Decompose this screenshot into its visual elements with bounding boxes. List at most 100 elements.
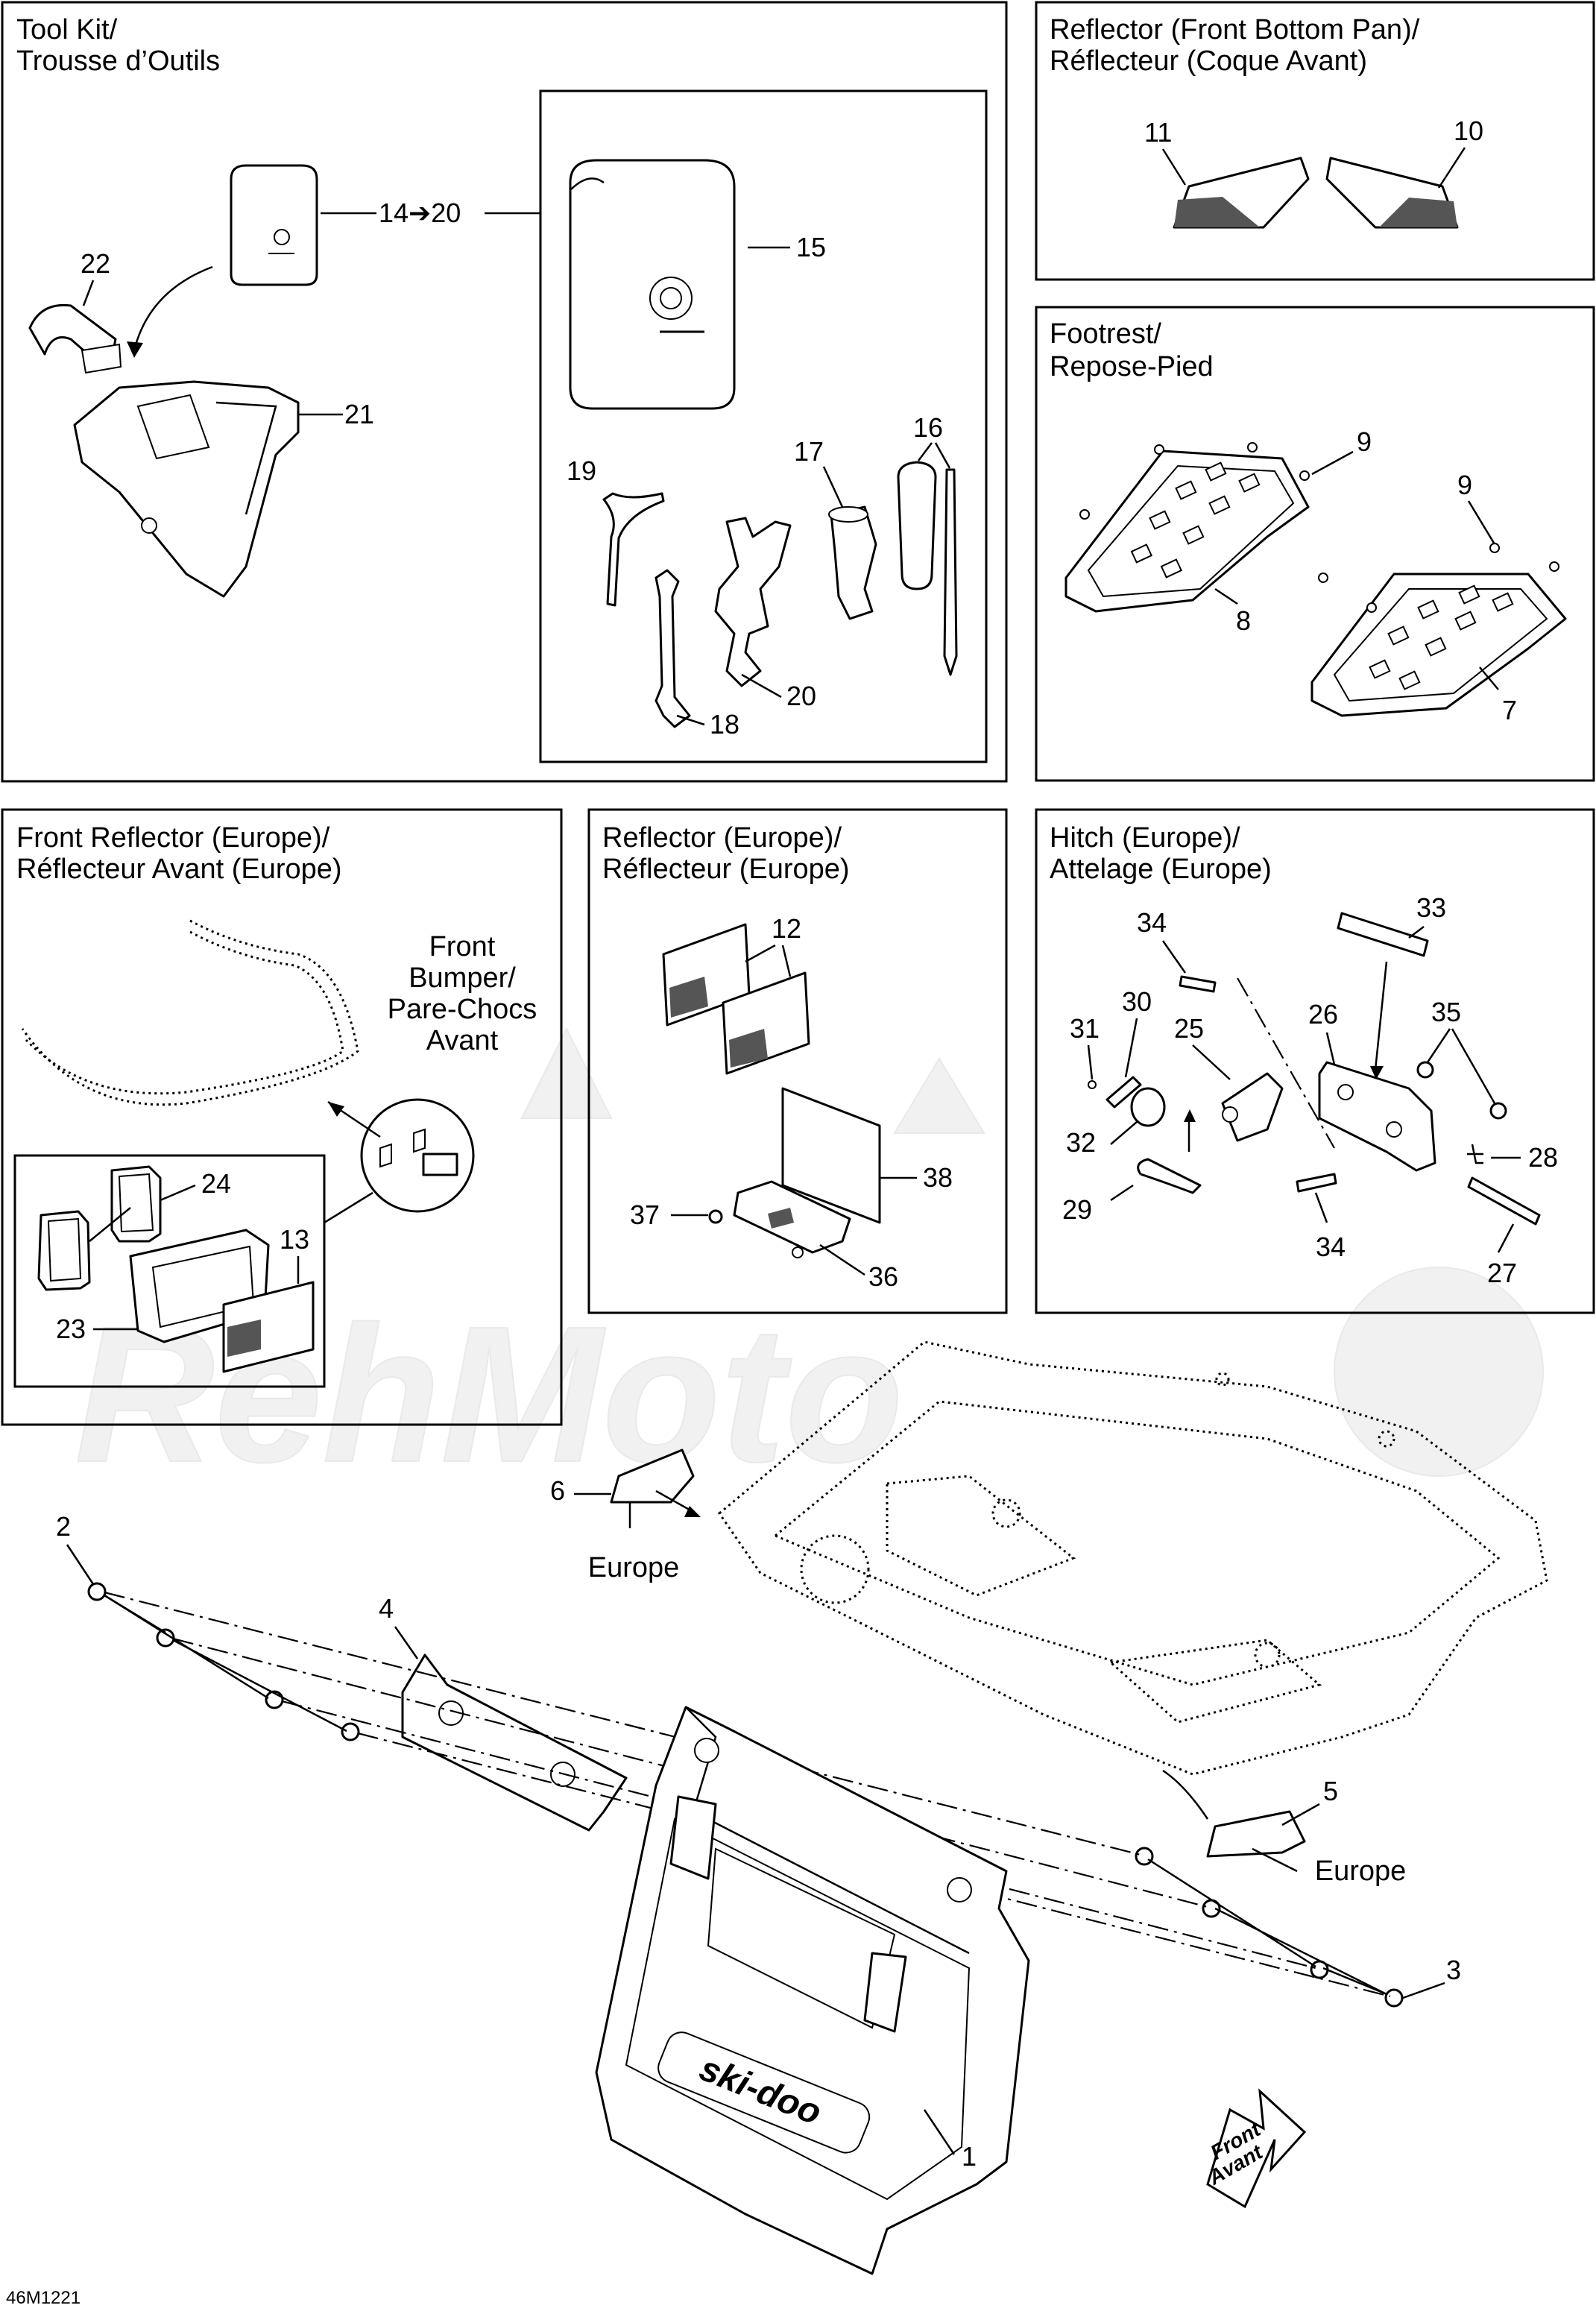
panel-footrest-title-1: Footrest/ [1050, 318, 1161, 350]
callout-21: 21 [344, 399, 374, 429]
callout-19: 19 [567, 455, 596, 486]
callout-27: 27 [1487, 1258, 1517, 1288]
tool-multi-spanner [714, 517, 792, 687]
bolt-34b [1296, 1173, 1337, 1193]
panel-tool-kit-frame [1, 1, 1008, 783]
europe-label-5: Europe [1315, 1856, 1407, 1887]
europe-label-6: Europe [588, 1552, 680, 1583]
footrest-7 [1310, 543, 1567, 717]
bolt-34a [1179, 975, 1217, 993]
panel-hitch: Hitch (Europe)/ Attelage (Europe) 33 26 … [1035, 808, 1595, 1314]
tool-pouch-small [230, 164, 318, 286]
reflector-6 [610, 1448, 695, 1504]
panel-front-reflector-frame [1, 808, 563, 1426]
panel-footrest: Footrest/ Repose-Pied 8 [1035, 306, 1595, 782]
nut-35a [1416, 1061, 1434, 1079]
front-bumper-label-1: Front [429, 931, 496, 962]
callout-36: 36 [868, 1261, 898, 1292]
watermark-wheel-icon [1334, 1267, 1544, 1477]
callout-32: 32 [1066, 1127, 1096, 1158]
panel-reflector-europe-title-2: Réflecteur (Europe) [602, 854, 850, 885]
screw-31 [1088, 1080, 1097, 1089]
front-bumper-label-3: Pare-Chocs [388, 994, 537, 1025]
callout-18: 18 [710, 709, 739, 740]
callout-1: 1 [962, 2141, 977, 2172]
panel-hitch-frame [1035, 808, 1595, 1314]
diagram-code: 46M1221 [6, 2288, 81, 2308]
tool-socket [830, 505, 877, 620]
panel-reflector-europe: Reflector (Europe)/ Réflecteur (Europe) … [587, 808, 1008, 1314]
callout-4: 4 [379, 1593, 394, 1624]
callout-22: 22 [81, 248, 110, 279]
tool-kit-strap [28, 303, 122, 374]
panel-reflector-europe-frame [587, 808, 1008, 1314]
callout-5: 5 [1323, 1776, 1338, 1806]
panel-hitch-title-2: Attelage (Europe) [1050, 854, 1272, 885]
callout-38: 38 [923, 1162, 953, 1193]
callout-31: 31 [1070, 1013, 1100, 1044]
panel-footrest-title-2: Repose-Pied [1050, 351, 1214, 382]
panel-front-reflector-title-2: Réflecteur Avant (Europe) [16, 854, 342, 885]
frame-emblem [800, 1534, 870, 1604]
panel-front-reflector: Front Reflector (Europe)/ Réflecteur Ava… [1, 808, 563, 1426]
front-bumper-outline [21, 919, 359, 1106]
tool-wrench [655, 569, 691, 728]
pin-clip-29 [1137, 1158, 1202, 1194]
panel-tool-kit: Tool Kit/ Trousse d’Outils 14➔20 22 21 [1, 1, 1008, 783]
callout-16: 16 [913, 412, 943, 443]
callout-34-bottom: 34 [1316, 1232, 1346, 1262]
footrest-8 [1064, 442, 1310, 613]
main-assembly: 6 Europe 5 Europe 4 2 [56, 1340, 1548, 2275]
panel-reflector-bottom: Reflector (Front Bottom Pan)/ Réflecteur… [1035, 1, 1595, 281]
tool-hex-key [602, 492, 665, 607]
callout-30: 30 [1122, 986, 1152, 1017]
callout-34-top: 34 [1137, 907, 1167, 938]
panel-reflector-bottom-title-1: Reflector (Front Bottom Pan)/ [1050, 14, 1420, 45]
panel-footrest-frame [1035, 306, 1595, 782]
callout-35: 35 [1431, 997, 1461, 1027]
pin-27 [1467, 1176, 1541, 1226]
hitch-plate-33 [1337, 912, 1429, 957]
front-direction-arrow: Front Avant [1204, 2088, 1307, 2209]
panel-front-reflector-title-1: Front Reflector (Europe)/ [16, 822, 330, 854]
callout-28: 28 [1528, 1142, 1558, 1173]
tool-screwdriver-handle [897, 461, 937, 590]
callout-11: 11 [1144, 117, 1172, 148]
tool-kit-bracket [73, 380, 300, 598]
callout-15: 15 [796, 232, 826, 262]
tool-kit-inner-frame [539, 89, 988, 763]
callout-13: 13 [280, 1224, 309, 1255]
panel-reflector-bottom-title-2: Réflecteur (Coque Avant) [1050, 45, 1367, 77]
callout-25: 25 [1174, 1013, 1204, 1044]
front-bumper-label-4: Avant [426, 1025, 499, 1056]
panel-hitch-title-1: Hitch (Europe)/ [1050, 822, 1240, 854]
panel-tool-kit-title-1: Tool Kit/ [16, 14, 118, 45]
hitch-bracket-26 [1318, 1061, 1436, 1172]
callout-37: 37 [630, 1199, 660, 1230]
license-plate-38 [781, 1087, 881, 1224]
callout-29: 29 [1062, 1194, 1092, 1225]
side-plate-4 [401, 1653, 628, 1832]
spring-30 [1105, 1076, 1142, 1109]
front-nose-1: ski-doo [595, 1706, 1030, 2275]
callout-24: 24 [201, 1168, 231, 1199]
reflector-detail-box [13, 1154, 326, 1388]
callout-9-left: 9 [1357, 426, 1372, 457]
callout-12: 12 [772, 913, 801, 944]
callout-6: 6 [550, 1475, 565, 1506]
tool-pouch-large [569, 159, 736, 410]
tool-screwdriver-blade [943, 468, 958, 676]
hitch-cap-32 [1130, 1087, 1166, 1127]
tool-pouch-arrow [133, 265, 213, 351]
reflector-detail-circle [360, 1098, 475, 1213]
callout-17: 17 [794, 436, 824, 467]
front-bumper-label-2: Bumper/ [409, 962, 516, 994]
reflector-5 [1206, 1810, 1306, 1858]
hitch-latch-25 [1221, 1072, 1284, 1142]
callout-3: 3 [1446, 1955, 1461, 1985]
callout-7: 7 [1502, 695, 1517, 725]
callout-33: 33 [1416, 892, 1446, 923]
callout-2: 2 [56, 1511, 71, 1542]
callout-14-20: 14➔20 [379, 198, 461, 228]
